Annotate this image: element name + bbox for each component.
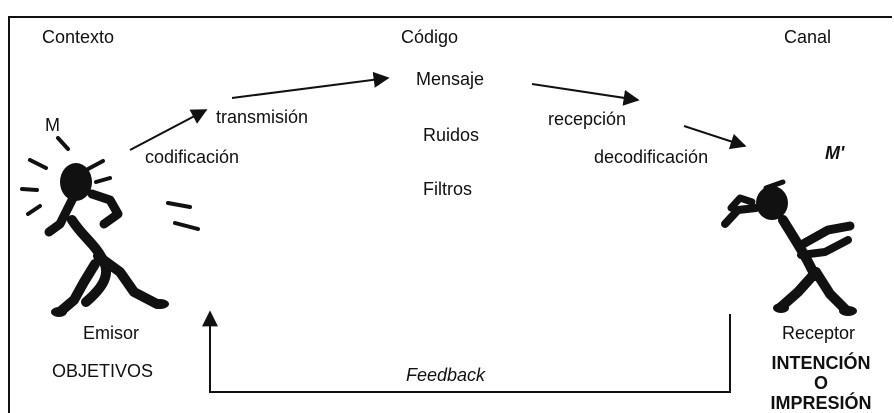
encoding-arrow [129, 109, 208, 151]
message-label: Mensaje [416, 69, 485, 89]
transmission-arrow [231, 71, 390, 99]
sender-goals-label: OBJETIVOS [52, 361, 154, 381]
code-label: Código [401, 27, 459, 47]
reception-label: recepción [548, 109, 627, 129]
sender-message-mark: M [45, 115, 60, 135]
sender-label: Emisor [83, 323, 140, 343]
receiver-intent-line-3: IMPRESIÓN [770, 393, 872, 413]
reception-arrow [531, 83, 640, 106]
feedback-loop [202, 310, 731, 393]
sender-figure [20, 136, 200, 317]
receiver-intent-line-2: O [813, 373, 828, 393]
decoding-label: decodificación [594, 147, 709, 167]
receiver-figure [721, 179, 857, 316]
filters-label: Filtros [423, 179, 472, 199]
encoding-label: codificación [145, 147, 240, 167]
context-label: Contexto [42, 27, 115, 47]
receiver-intent-line-1: INTENCIÓN [771, 353, 871, 373]
receiver-message-mark: M' [825, 143, 845, 163]
transmission-label: transmisión [216, 107, 309, 127]
decoding-arrow [683, 125, 747, 150]
channel-label: Canal [784, 27, 832, 47]
noise-label: Ruidos [423, 125, 480, 145]
receiver-label: Receptor [782, 323, 856, 343]
feedback-label: Feedback [406, 365, 486, 385]
diagram-frame [8, 16, 892, 413]
